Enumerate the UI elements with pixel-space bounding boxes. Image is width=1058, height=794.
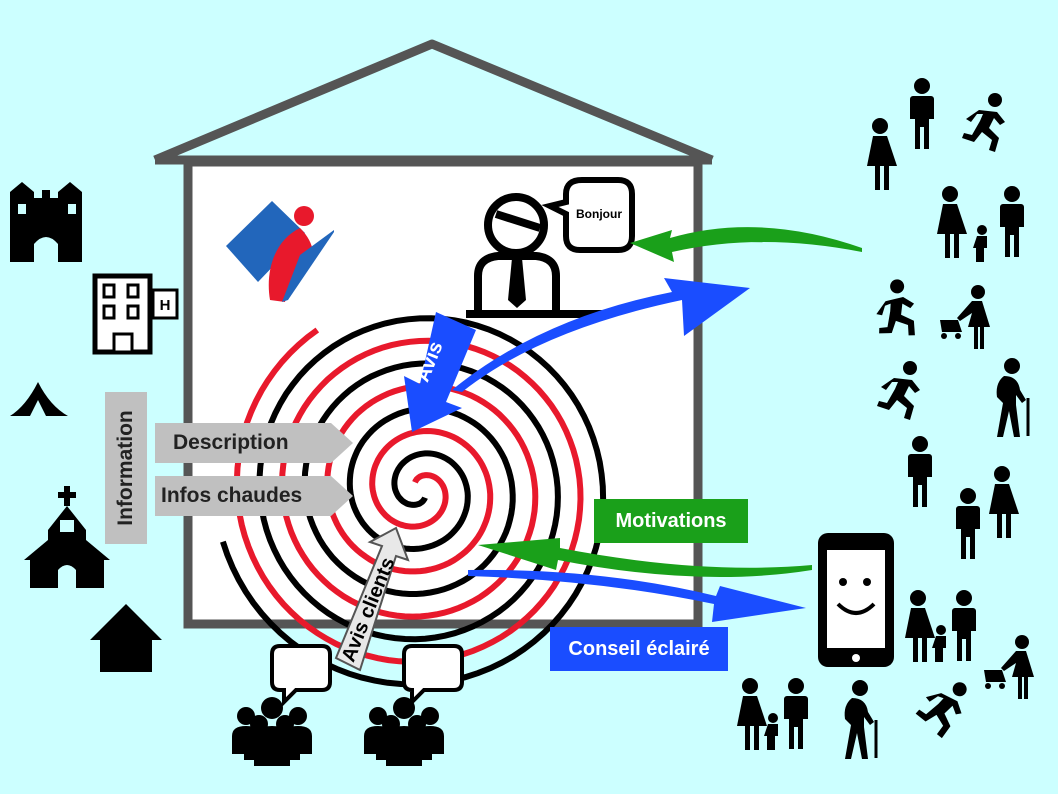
arrow-avis-to-right [452,278,750,392]
man-icon [910,78,934,149]
running-person-icon [962,93,1005,152]
family-icon [937,186,967,258]
smartphone-icon [818,533,894,667]
church-icon [24,486,110,588]
arrow-avis-down [404,312,476,432]
description-arrow: Description [155,423,353,463]
receptionist-icon [466,193,612,318]
arrow-avis-clients-up [334,526,410,672]
woman-icon [989,466,1019,538]
stroller-icon [984,635,1034,699]
family-icon [1000,186,1024,257]
child-icon [932,625,946,662]
elderly-person-icon [843,678,878,761]
man-icon [956,488,980,559]
house-icon [90,604,162,672]
logo-icon [226,201,334,302]
running-person-icon [863,276,925,347]
motivations-box: Motivations [594,499,748,543]
woman-icon [867,118,897,190]
hotel-icon: H [92,273,179,355]
family-icon [737,678,767,750]
infos-chaudes-arrow: Infos chaudes [155,476,353,516]
man-icon [908,436,932,507]
family-icon [784,678,808,749]
information-label: Information [105,392,147,544]
group-speech-icon-left [232,644,332,766]
family-icon [905,590,935,662]
stroller-icon [940,285,990,349]
speech-bubble [541,177,635,253]
running-person-icon [910,671,972,742]
speech-bubble-text: Bonjour [576,207,622,221]
svg-text:H: H [160,297,171,314]
arrow-motivations-to-reception [630,227,862,262]
castle-icon [10,182,82,262]
child-icon [973,225,987,262]
tent-icon [10,382,68,416]
elderly-person-icon [995,356,1030,439]
running-person-icon [877,361,920,420]
conseil-eclaire-box: Conseil éclairé [550,627,728,671]
group-speech-icon-right [364,644,464,766]
arrow-motivations-to-spiral [478,538,812,578]
child-icon [764,713,778,750]
family-icon [952,590,976,661]
arrow-conseil-to-phone [468,569,806,622]
